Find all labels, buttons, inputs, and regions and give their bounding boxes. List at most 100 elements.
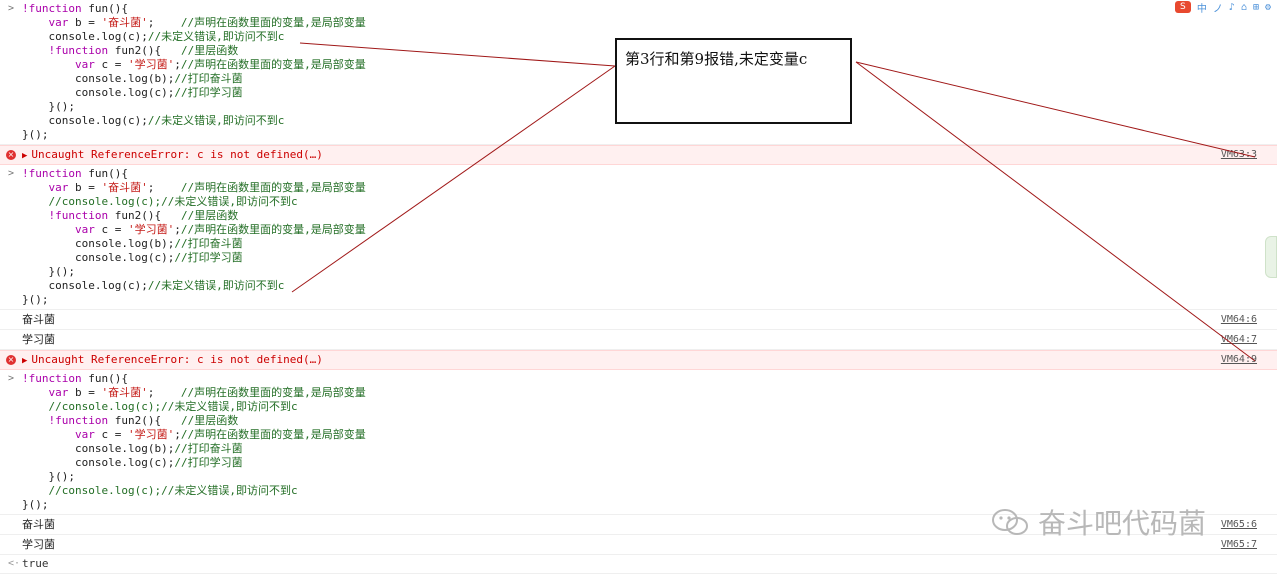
log-message: 奋斗菌 bbox=[22, 313, 55, 326]
code-token: }(); bbox=[22, 293, 49, 306]
code-line: var c = '学习菌';//声明在函数里面的变量,是局部变量 bbox=[22, 428, 1277, 442]
code-token: console.log(b); bbox=[22, 72, 175, 85]
code-token: console.log(c); bbox=[22, 251, 175, 264]
toolbar-item[interactable]: ノ bbox=[1212, 3, 1223, 15]
code-token: !function bbox=[48, 209, 109, 222]
code-token: //里层函数 bbox=[180, 414, 239, 427]
source-link[interactable]: VM65:6 bbox=[1220, 519, 1257, 530]
code-token bbox=[22, 16, 49, 29]
error-message: Uncaught ReferenceError: c is not define… bbox=[31, 148, 323, 161]
error-icon: × bbox=[6, 355, 16, 365]
code-line: !function fun(){ bbox=[22, 2, 1277, 16]
code-token bbox=[22, 386, 49, 399]
prompt-chevron-icon: > bbox=[8, 168, 15, 179]
code-line: !function fun(){ bbox=[22, 372, 1277, 386]
expand-triangle-icon[interactable]: ▶ bbox=[22, 356, 28, 366]
code-token: //未定义错误,即访问不到c bbox=[147, 30, 285, 43]
code-token: }(); bbox=[22, 128, 49, 141]
code-line: console.log(c);//未定义错误,即访问不到c bbox=[22, 114, 1277, 128]
console-result-entry: <·true bbox=[0, 555, 1277, 574]
code-token: //打印学习菌 bbox=[174, 86, 243, 99]
code-token: !function bbox=[22, 2, 82, 15]
side-scroll-handle[interactable] bbox=[1265, 236, 1277, 278]
code-token: console.log(c); bbox=[22, 86, 175, 99]
code-token: c = bbox=[94, 223, 128, 236]
code-token bbox=[22, 58, 75, 71]
source-link[interactable]: VM63:3 bbox=[1220, 149, 1257, 160]
code-token: console.log(b); bbox=[22, 442, 175, 455]
code-token: //未定义错误,即访问不到c bbox=[147, 279, 285, 292]
code-token: }(); bbox=[22, 498, 49, 511]
console-log-entry: 学习菌 VM64:7 bbox=[0, 330, 1277, 350]
code-token: c = bbox=[94, 58, 128, 71]
code-token bbox=[22, 223, 75, 236]
code-token: '奋斗菌' bbox=[101, 181, 148, 194]
code-token: ; bbox=[147, 386, 181, 399]
code-token: '学习菌' bbox=[127, 428, 175, 441]
code-line: var b = '奋斗菌'; //声明在函数里面的变量,是局部变量 bbox=[22, 181, 1277, 195]
code-line: }(); bbox=[22, 470, 1277, 484]
log-message: 学习菌 bbox=[22, 333, 55, 346]
code-token bbox=[22, 400, 49, 413]
code-token: console.log(c); bbox=[22, 30, 148, 43]
watermark-text: 奋斗吧代码菌 bbox=[1038, 507, 1207, 540]
result-arrow-icon: <· bbox=[8, 558, 21, 569]
code-line: var b = '奋斗菌'; //声明在函数里面的变量,是局部变量 bbox=[22, 386, 1277, 400]
code-token: console.log(b); bbox=[22, 237, 175, 250]
code-token: console.log(c); bbox=[22, 114, 148, 127]
code-token: c = bbox=[94, 428, 128, 441]
prompt-chevron-icon: > bbox=[8, 373, 15, 384]
code-token: fun2(){ bbox=[108, 414, 181, 427]
toolbar-item[interactable]: ♪ bbox=[1228, 1, 1235, 13]
source-link[interactable]: VM64:6 bbox=[1220, 314, 1257, 325]
code-token: //打印学习菌 bbox=[174, 251, 243, 264]
code-token: var bbox=[74, 223, 95, 236]
code-line: console.log(c);//打印学习菌 bbox=[22, 86, 1277, 100]
code-token: //声明在函数里面的变量,是局部变量 bbox=[180, 386, 366, 399]
gear-icon[interactable]: ⚙ bbox=[1264, 1, 1271, 13]
code-line: console.log(b);//打印奋斗菌 bbox=[22, 237, 1277, 251]
toolbar-item[interactable]: ⊞ bbox=[1252, 1, 1259, 13]
console-log-entry: 奋斗菌 VM65:6 bbox=[0, 515, 1277, 535]
code-token: //console.log(c);//未定义错误,即访问不到c bbox=[48, 195, 298, 208]
code-token: //里层函数 bbox=[180, 209, 239, 222]
code-token: //未定义错误,即访问不到c bbox=[147, 114, 285, 127]
prompt-chevron-icon: > bbox=[8, 3, 15, 14]
code-token: //打印奋斗菌 bbox=[174, 237, 243, 250]
code-token: ; bbox=[147, 16, 181, 29]
code-token: var bbox=[74, 58, 95, 71]
code-token bbox=[22, 44, 49, 57]
code-token bbox=[22, 428, 75, 441]
code-line: //console.log(c);//未定义错误,即访问不到c bbox=[22, 400, 1277, 414]
code-line: !function fun2(){ //里层函数 bbox=[22, 414, 1277, 428]
code-token: //声明在函数里面的变量,是局部变量 bbox=[180, 223, 366, 236]
source-link[interactable]: VM64:7 bbox=[1220, 334, 1257, 345]
source-link[interactable]: VM64:9 bbox=[1220, 354, 1257, 365]
code-token: b = bbox=[68, 386, 102, 399]
code-token bbox=[22, 414, 49, 427]
code-line: var c = '学习菌';//声明在函数里面的变量,是局部变量 bbox=[22, 223, 1277, 237]
code-line: !function fun2(){ //里层函数 bbox=[22, 44, 1277, 58]
code-token: fun2(){ bbox=[108, 209, 181, 222]
toolbar-item[interactable]: ⌂ bbox=[1240, 1, 1247, 13]
expand-triangle-icon[interactable]: ▶ bbox=[22, 151, 28, 161]
code-line: console.log(c);//未定义错误,即访问不到c bbox=[22, 30, 1277, 44]
toolbar-item[interactable]: 中 bbox=[1196, 3, 1207, 15]
sogou-logo-icon[interactable]: S bbox=[1174, 1, 1191, 13]
console-input-entry: >!function fun(){ var b = '奋斗菌'; //声明在函数… bbox=[0, 165, 1277, 310]
code-token bbox=[22, 209, 49, 222]
log-message: 奋斗菌 bbox=[22, 518, 55, 531]
console-input-entry: > !function fun(){ var b = '奋斗菌'; //声明在函数… bbox=[0, 370, 1277, 515]
code-token: var bbox=[48, 386, 69, 399]
code-line: console.log(c);//未定义错误,即访问不到c bbox=[22, 279, 1277, 293]
code-token: '学习菌' bbox=[127, 223, 175, 236]
code-line: var b = '奋斗菌'; //声明在函数里面的变量,是局部变量 bbox=[22, 16, 1277, 30]
code-line: //console.log(c);//未定义错误,即访问不到c bbox=[22, 195, 1277, 209]
code-line: }(); bbox=[22, 100, 1277, 114]
code-token: !function bbox=[22, 372, 82, 385]
code-line: //console.log(c);//未定义错误,即访问不到c bbox=[22, 484, 1277, 498]
code-token: ; bbox=[174, 58, 181, 71]
code-token: //打印奋斗菌 bbox=[174, 442, 243, 455]
source-link[interactable]: VM65:7 bbox=[1220, 539, 1257, 550]
code-line: console.log(c);//打印学习菌 bbox=[22, 456, 1277, 470]
